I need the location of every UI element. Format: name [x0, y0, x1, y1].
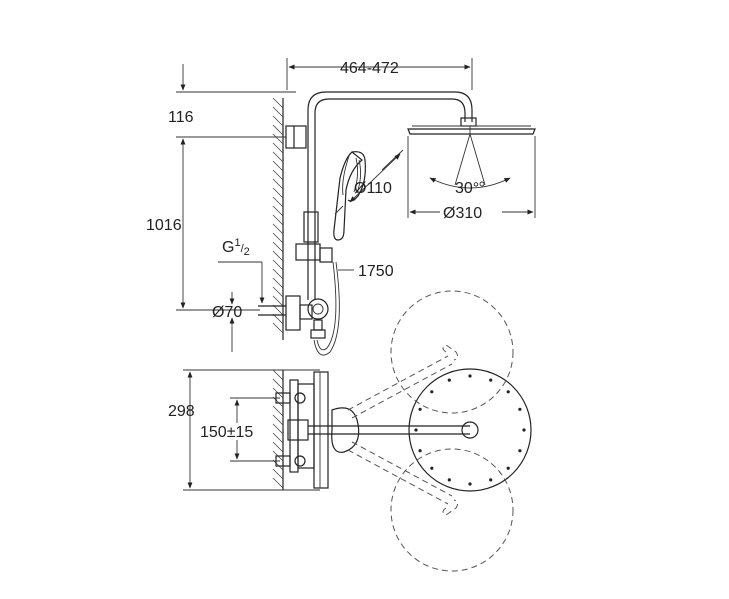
head-shower-top [408, 368, 532, 492]
nozzle-dot [447, 378, 451, 382]
nozzle-dot [468, 482, 472, 486]
wall-hatch-line [272, 151, 284, 163]
label-height-top: 116 [168, 109, 194, 126]
wall-hatch-line [272, 115, 284, 127]
wall-hatch-line [272, 268, 284, 280]
nozzle-dot [418, 407, 422, 411]
wall-hatch-line [272, 142, 284, 154]
wall-hatch-line [272, 313, 284, 325]
thermostat-mixer-side [258, 295, 329, 339]
shower-arm [307, 91, 477, 140]
wall-hatch-line [272, 369, 284, 381]
wall-hatch-line [272, 196, 284, 208]
wall-hatch-line [272, 459, 284, 471]
dimension-labels: 464-472 116 1016 G1/2 Ø70 Ø110 1750 30° … [146, 60, 482, 441]
label-thread: G1/2 [222, 237, 250, 258]
label-height-bar: 1016 [146, 217, 182, 234]
wall-hatch-line [272, 223, 284, 235]
wall-hatch-line [272, 106, 284, 118]
wall-hatch-line [272, 396, 284, 408]
nozzle-dot [518, 449, 522, 453]
label-head-diameter: Ø310 [443, 205, 482, 222]
wall-hatch-line [272, 133, 284, 145]
wall-top [272, 369, 284, 490]
wall-hatch-line [272, 423, 284, 435]
wall-hatch-line [272, 414, 284, 426]
wall-hatch-line [272, 378, 284, 390]
label-inlet-spacing: 150±15 [200, 424, 253, 441]
label-tilt-angle: 30° [455, 180, 479, 197]
wall-hatch-line [272, 468, 284, 480]
nozzle-dot [522, 428, 526, 432]
label-mixer-width: 298 [168, 403, 195, 420]
label-hand-shower-diameter: Ø110 [354, 180, 392, 197]
head-shower-side [407, 125, 536, 135]
nozzle-dot [489, 478, 493, 482]
shower-hose [313, 261, 340, 356]
thermostat-mixer-top [275, 371, 329, 489]
wall-hatch-line [272, 124, 284, 136]
wall-hatch-line [272, 187, 284, 199]
wall-hatch-line [272, 169, 284, 181]
label-arm-length: 464-472 [340, 60, 399, 77]
hand-shower-top [331, 407, 360, 453]
wall-hatch-line [272, 232, 284, 244]
nozzle-dot [489, 378, 493, 382]
shower-arm-top [308, 421, 479, 439]
wall-hatch-line [272, 477, 284, 489]
wall-hatch-line [272, 259, 284, 271]
label-thread-sub: 2 [244, 246, 250, 258]
wall-hatch-line [272, 97, 284, 109]
wall-hatch-line [272, 205, 284, 217]
wall-hatch-line [272, 286, 284, 298]
wall-hatch-line [272, 405, 284, 417]
wall-hatch-line [272, 322, 284, 334]
arm-rotation-range [347, 290, 514, 572]
nozzle-dot [506, 466, 510, 470]
top-view [272, 290, 532, 572]
wall-hatch-line [272, 304, 284, 316]
dimensions [176, 58, 536, 491]
label-hose-length: 1750 [358, 263, 394, 280]
wall-hatch-line [272, 441, 284, 453]
nozzle-dot [518, 407, 522, 411]
nozzle-dot [430, 390, 434, 394]
label-thread-main: G [222, 239, 234, 256]
nozzle-dot [418, 449, 422, 453]
wall-hatch-line [272, 295, 284, 307]
wall-hatch-line [272, 178, 284, 190]
wall-hatch-line [272, 214, 284, 226]
nozzle-dot [414, 428, 418, 432]
wall-hatch-line [272, 241, 284, 253]
wall-hatch-line [272, 250, 284, 262]
label-outlet-diameter: Ø70 [212, 304, 242, 321]
wall-hatch-line [272, 432, 284, 444]
wall-front [272, 97, 284, 340]
nozzle-dot [468, 374, 472, 378]
riser-pipe [295, 140, 333, 300]
wall-bracket [285, 125, 307, 149]
nozzle-dot [447, 478, 451, 482]
label-thread-sup: 1 [234, 237, 240, 249]
front-view [258, 91, 536, 356]
wall-hatch-line [272, 160, 284, 172]
nozzle-dot [506, 390, 510, 394]
wall-hatch-line [272, 277, 284, 289]
nozzle-dot [430, 466, 434, 470]
